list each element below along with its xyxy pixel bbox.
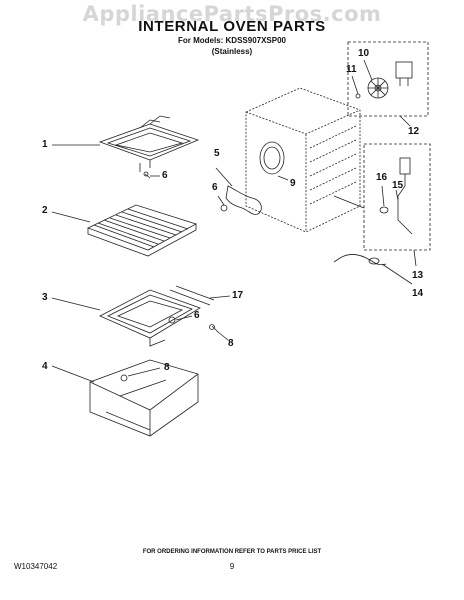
- convection-motor: [395, 61, 413, 86]
- bake-element: [99, 285, 215, 347]
- broil-element: [98, 115, 200, 172]
- screw-6-top: [143, 171, 151, 179]
- fan-baffle: [225, 185, 262, 215]
- callout-9: 9: [290, 178, 296, 189]
- leader-14: [381, 263, 413, 285]
- document-id: W10347042: [14, 562, 58, 571]
- fan-blade: [367, 77, 389, 99]
- callout-11: 11: [346, 64, 357, 75]
- callout-16: 16: [376, 172, 388, 183]
- callout-4: 4: [42, 361, 48, 372]
- callout-3: 3: [42, 292, 48, 303]
- leader-17: [209, 295, 231, 299]
- nut-11: [355, 93, 361, 99]
- callout-6-bake: 6: [194, 310, 200, 321]
- grommet-16: [379, 206, 389, 214]
- callout-13: 13: [412, 270, 424, 281]
- ordering-note: FOR ORDERING INFORMATION REFER TO PARTS …: [142, 549, 322, 555]
- leader-5: [215, 167, 233, 187]
- leader-13: [413, 249, 417, 267]
- callout-10: 10: [358, 48, 370, 59]
- callout-5: 5: [214, 148, 220, 159]
- leader-cavity-sensor: [333, 195, 365, 209]
- callout-12: 12: [408, 126, 420, 137]
- sensor-probe: [333, 254, 387, 266]
- callout-15: 15: [392, 180, 404, 191]
- leader-9: [277, 175, 289, 181]
- watermark-text: AppliancePartsPros.com: [82, 2, 382, 26]
- callout-8-bottom: 8: [164, 362, 170, 373]
- leader-8-mid: [217, 331, 229, 341]
- callout-6-fan: 6: [212, 182, 218, 193]
- leader-3: [51, 297, 101, 311]
- callout-17: 17: [232, 290, 244, 301]
- leader-12: [399, 115, 411, 127]
- callout-8-bake: 8: [228, 338, 234, 349]
- callout-14: 14: [412, 288, 424, 299]
- leader-8-bottom: [127, 367, 161, 377]
- callout-6-broil: 6: [162, 170, 168, 181]
- leader-2: [51, 211, 91, 223]
- oven-bottom-panel: [89, 359, 199, 437]
- convection-fan-cover: [259, 141, 285, 175]
- callout-1: 1: [42, 139, 48, 150]
- finish-line: (Stainless): [211, 47, 253, 56]
- sensor-assembly-box: [363, 143, 431, 251]
- screw-6-bake: [168, 316, 176, 324]
- screw-8-bake: [209, 324, 219, 333]
- screw-6-right: [220, 204, 228, 212]
- page-number: 9: [229, 562, 235, 571]
- leader-15: [395, 189, 399, 201]
- callout-2: 2: [42, 205, 48, 216]
- oven-cavity: [245, 87, 361, 233]
- oven-rack: [86, 204, 198, 257]
- leader-16: [381, 185, 385, 207]
- leader-6-right: [217, 195, 225, 206]
- leader-6-mid: [175, 315, 193, 321]
- leader-10: [363, 59, 373, 81]
- leader-4: [51, 365, 95, 383]
- temperature-sensor: [397, 157, 413, 235]
- models-line: For Models: KDSS907XSP00: [177, 36, 287, 45]
- page-title: INTERNAL OVEN PARTS: [138, 18, 326, 35]
- convection-assembly-box: [347, 41, 429, 117]
- leader-11: [351, 75, 359, 95]
